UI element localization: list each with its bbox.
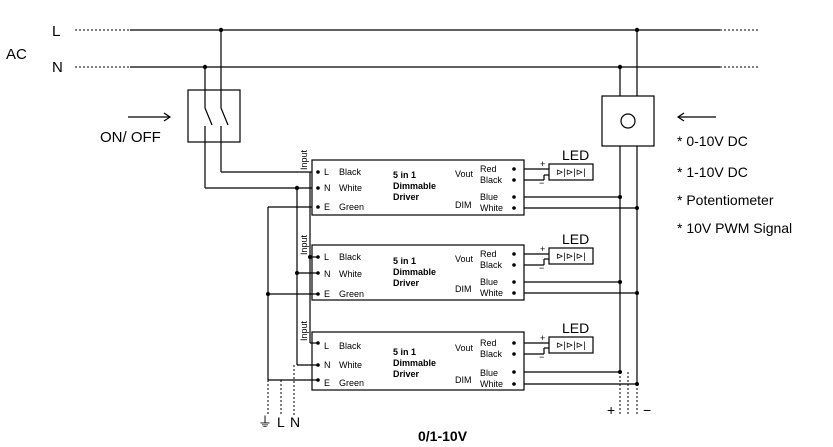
- svg-text:Blue: Blue: [480, 277, 498, 287]
- svg-text:5 in 1: 5 in 1: [393, 347, 416, 357]
- led-3: LED + − ⊳|⊳|⊳|: [524, 320, 639, 386]
- svg-text:Vout: Vout: [455, 343, 474, 353]
- svg-text:White: White: [339, 269, 362, 279]
- on-off-label: ON/ OFF: [100, 129, 161, 146]
- arrow-icon-left: [128, 112, 172, 122]
- svg-text:DIM: DIM: [455, 375, 472, 385]
- led-1: LED + − ⊳|⊳|⊳|: [524, 147, 639, 210]
- svg-text:N: N: [324, 360, 331, 370]
- driver-2: Input L Black N White E Green 5 in 1 Dimmab…: [266, 234, 525, 301]
- svg-text:Driver: Driver: [393, 192, 420, 202]
- svg-text:Blue: Blue: [480, 368, 498, 378]
- svg-text:Red: Red: [480, 164, 497, 174]
- svg-text:LED: LED: [562, 320, 589, 336]
- potentiometer-knob-icon: [620, 113, 636, 129]
- arrow-icon-right: [676, 112, 716, 122]
- dimmer-option: * 0-10V DC: [677, 133, 748, 149]
- input-label: Input: [299, 149, 309, 170]
- diode-icon: ⊳|⊳|⊳|: [556, 167, 586, 177]
- svg-text:Black: Black: [339, 252, 362, 262]
- svg-text:White: White: [339, 360, 362, 370]
- svg-text:L: L: [324, 252, 329, 262]
- svg-text:Red: Red: [480, 249, 497, 259]
- svg-text:Input: Input: [299, 320, 309, 341]
- led-2: LED + − ⊳|⊳|⊳|: [524, 231, 639, 295]
- diode-icon: ⊳|⊳|⊳|: [556, 251, 586, 261]
- svg-text:E: E: [324, 289, 330, 299]
- svg-text:Red: Red: [480, 338, 497, 348]
- svg-text:Blue: Blue: [480, 192, 498, 202]
- svg-text:Black: Black: [480, 260, 503, 270]
- bottom-plus: +: [607, 402, 615, 418]
- svg-text:Vout: Vout: [455, 254, 474, 264]
- svg-text:N: N: [324, 183, 331, 193]
- dimmer-option: * Potentiometer: [677, 192, 774, 208]
- svg-text:Black: Black: [480, 349, 503, 359]
- svg-text:N: N: [324, 269, 331, 279]
- svg-text:+: +: [540, 159, 545, 169]
- dimmer-option: * 1-10V DC: [677, 164, 748, 180]
- on-off-switch: [187, 27, 241, 188]
- svg-text:Driver: Driver: [393, 369, 420, 379]
- svg-text:+: +: [540, 333, 545, 343]
- svg-text:Driver: Driver: [393, 278, 420, 288]
- svg-text:White: White: [480, 288, 503, 298]
- dim-caption: 0/1-10V: [418, 428, 468, 444]
- svg-text:E: E: [324, 202, 330, 212]
- svg-text:L: L: [324, 167, 329, 177]
- svg-text:White: White: [480, 203, 503, 213]
- svg-text:L: L: [324, 341, 329, 351]
- driver-3: Input L Black N White E Green 5 in 1 Dimmab…: [268, 320, 525, 391]
- bottom-l-label: L: [277, 414, 285, 430]
- svg-text:+: +: [540, 244, 545, 254]
- ac-label: AC: [6, 46, 27, 63]
- svg-text:−: −: [539, 263, 544, 273]
- svg-text:LED: LED: [562, 231, 589, 247]
- bottom-n-label: N: [290, 414, 300, 430]
- svg-text:Green: Green: [339, 289, 364, 299]
- line-label: L: [52, 23, 60, 40]
- neutral-label: N: [52, 59, 63, 76]
- dimmer-box: [601, 27, 655, 147]
- ground-icon: ⏚: [258, 414, 272, 430]
- svg-text:Green: Green: [339, 378, 364, 388]
- dimmer-option: * 10V PWM Signal: [677, 220, 792, 236]
- svg-text:Input: Input: [299, 234, 309, 255]
- svg-text:Black: Black: [480, 175, 503, 185]
- svg-text:−: −: [539, 178, 544, 188]
- svg-text:E: E: [324, 378, 330, 388]
- svg-text:LED: LED: [562, 147, 589, 163]
- svg-text:Vout: Vout: [455, 169, 474, 179]
- svg-text:Dimmable: Dimmable: [393, 358, 436, 368]
- svg-text:Dimmable: Dimmable: [393, 181, 436, 191]
- bottom-minus: −: [643, 402, 651, 418]
- svg-text:White: White: [339, 183, 362, 193]
- svg-text:DIM: DIM: [455, 200, 472, 210]
- svg-text:DIM: DIM: [455, 284, 472, 294]
- driver-1: Input L Black N White E Green 5 in 1 Dimmab…: [299, 149, 525, 216]
- svg-text:Black: Black: [339, 341, 362, 351]
- svg-text:Green: Green: [339, 202, 364, 212]
- diode-icon: ⊳|⊳|⊳|: [556, 340, 586, 350]
- svg-text:5 in 1: 5 in 1: [393, 170, 416, 180]
- svg-text:Dimmable: Dimmable: [393, 267, 436, 277]
- svg-text:−: −: [539, 352, 544, 362]
- svg-text:White: White: [480, 379, 503, 389]
- svg-text:5 in 1: 5 in 1: [393, 256, 416, 266]
- svg-text:Black: Black: [339, 167, 362, 177]
